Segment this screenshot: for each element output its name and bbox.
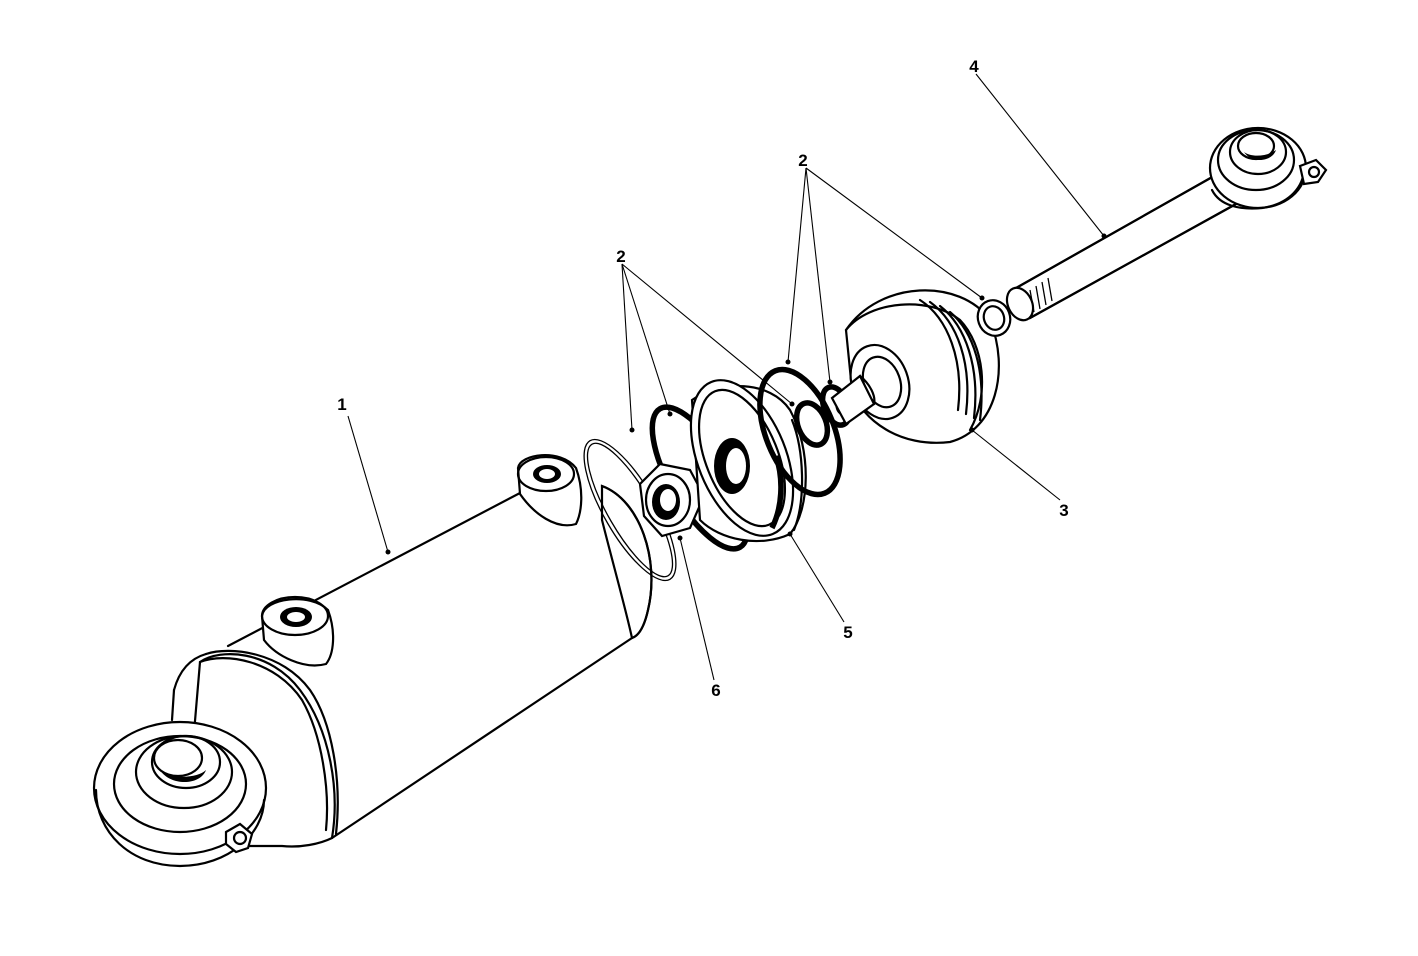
grease-fitting-rod bbox=[1298, 158, 1328, 186]
callout-2-right: 2 bbox=[798, 151, 807, 170]
piston-nut bbox=[638, 462, 706, 538]
rod-wiper-ring bbox=[976, 299, 1012, 337]
port-boss-front bbox=[516, 454, 583, 527]
gland-head bbox=[830, 289, 1000, 444]
callout-2-left: 2 bbox=[616, 247, 625, 266]
callout-3: 3 bbox=[1059, 501, 1068, 520]
o-ring-small-bore bbox=[793, 400, 831, 448]
piston-rod bbox=[1005, 126, 1328, 322]
leader-lines bbox=[347, 73, 1107, 681]
port-boss-rear bbox=[260, 595, 335, 667]
callout-4: 4 bbox=[969, 57, 979, 76]
cylinder-barrel bbox=[92, 454, 653, 868]
callout-6: 6 bbox=[711, 681, 720, 700]
grease-fitting-rear bbox=[224, 822, 254, 854]
callout-1: 1 bbox=[337, 395, 346, 414]
callout-5: 5 bbox=[843, 623, 852, 642]
